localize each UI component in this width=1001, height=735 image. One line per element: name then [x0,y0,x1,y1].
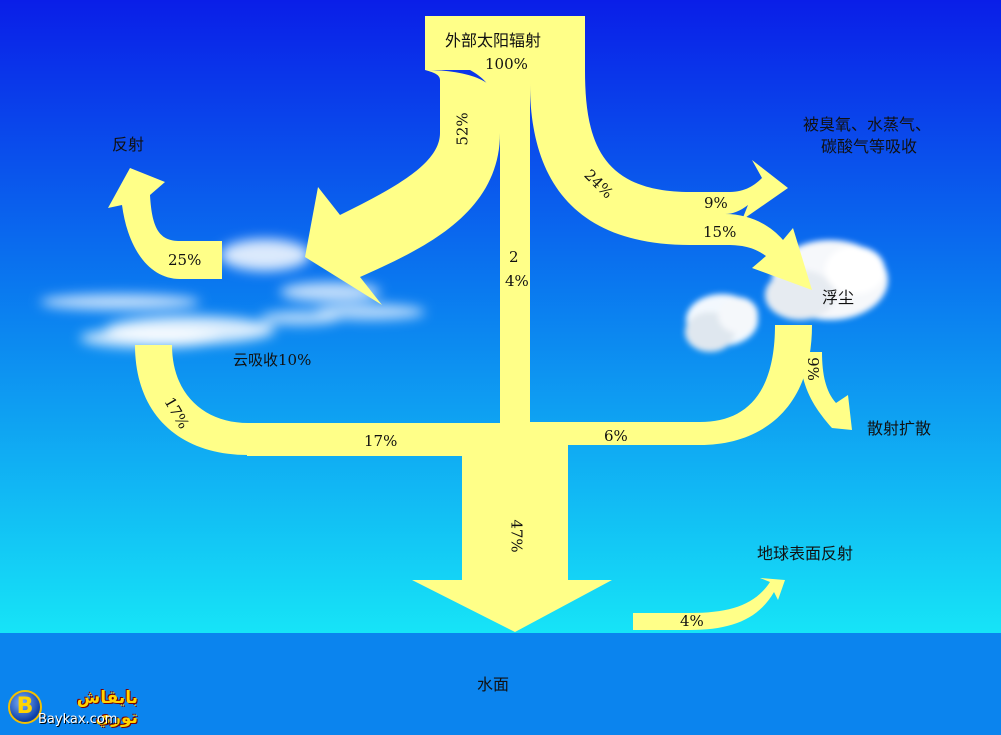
reflect-pct: 25% [168,251,202,269]
arrow-15-dust [690,214,812,290]
pct-15: 15% [703,223,737,241]
absorb-label-1: 被臭氧、水蒸气、 [803,115,932,134]
dust-label: 浮尘 [822,288,855,307]
earth-reflect-label: 地球表面反射 [757,544,854,563]
pct-6: 6% [604,427,628,445]
pct-24-center-a: 2 [509,248,519,266]
water-surface [0,633,1001,735]
cloud-absorb-label: 云吸收10% [233,351,312,369]
band-17 [247,423,500,456]
pct-17-horizontal: 17% [364,432,398,450]
reflect-label: 反射 [112,135,145,154]
band-6-from-dust [530,325,812,445]
arrow-9-scatter [800,352,852,430]
arrow-52-to-cloud [305,70,500,305]
arrow-17-from-cloud [135,345,248,455]
cloud-small-right [685,294,758,352]
absorb-label-2: 碳酸气等吸收 [821,137,918,156]
logo-url: Baykax.com [38,712,118,727]
pct-9-scatter: 9% [803,357,822,381]
arrow-9-absorb [690,160,788,220]
pct-4: 4% [680,612,704,630]
arrow-reflect [108,168,222,279]
arrow-4-earth-reflect [633,578,785,630]
scatter-label: 散射扩散 [867,419,932,438]
arrow-47-down [412,445,612,632]
pct-52: 52% [453,112,472,146]
pct-24-center-b: 4% [505,272,529,290]
water-label: 水面 [477,675,510,694]
logo-mark: B [8,690,42,724]
solar-pct: 100% [485,55,528,73]
arrow-24-right [530,70,690,245]
logo-text: بايقاش توري [76,688,138,728]
solar-input-trunk [425,16,585,455]
pct-9: 9% [704,194,728,212]
solar-label: 外部太阳辐射 [445,31,542,50]
watermark-logo: B بايقاش توري Baykax.com [8,688,138,732]
pct-47: 47% [507,519,526,553]
